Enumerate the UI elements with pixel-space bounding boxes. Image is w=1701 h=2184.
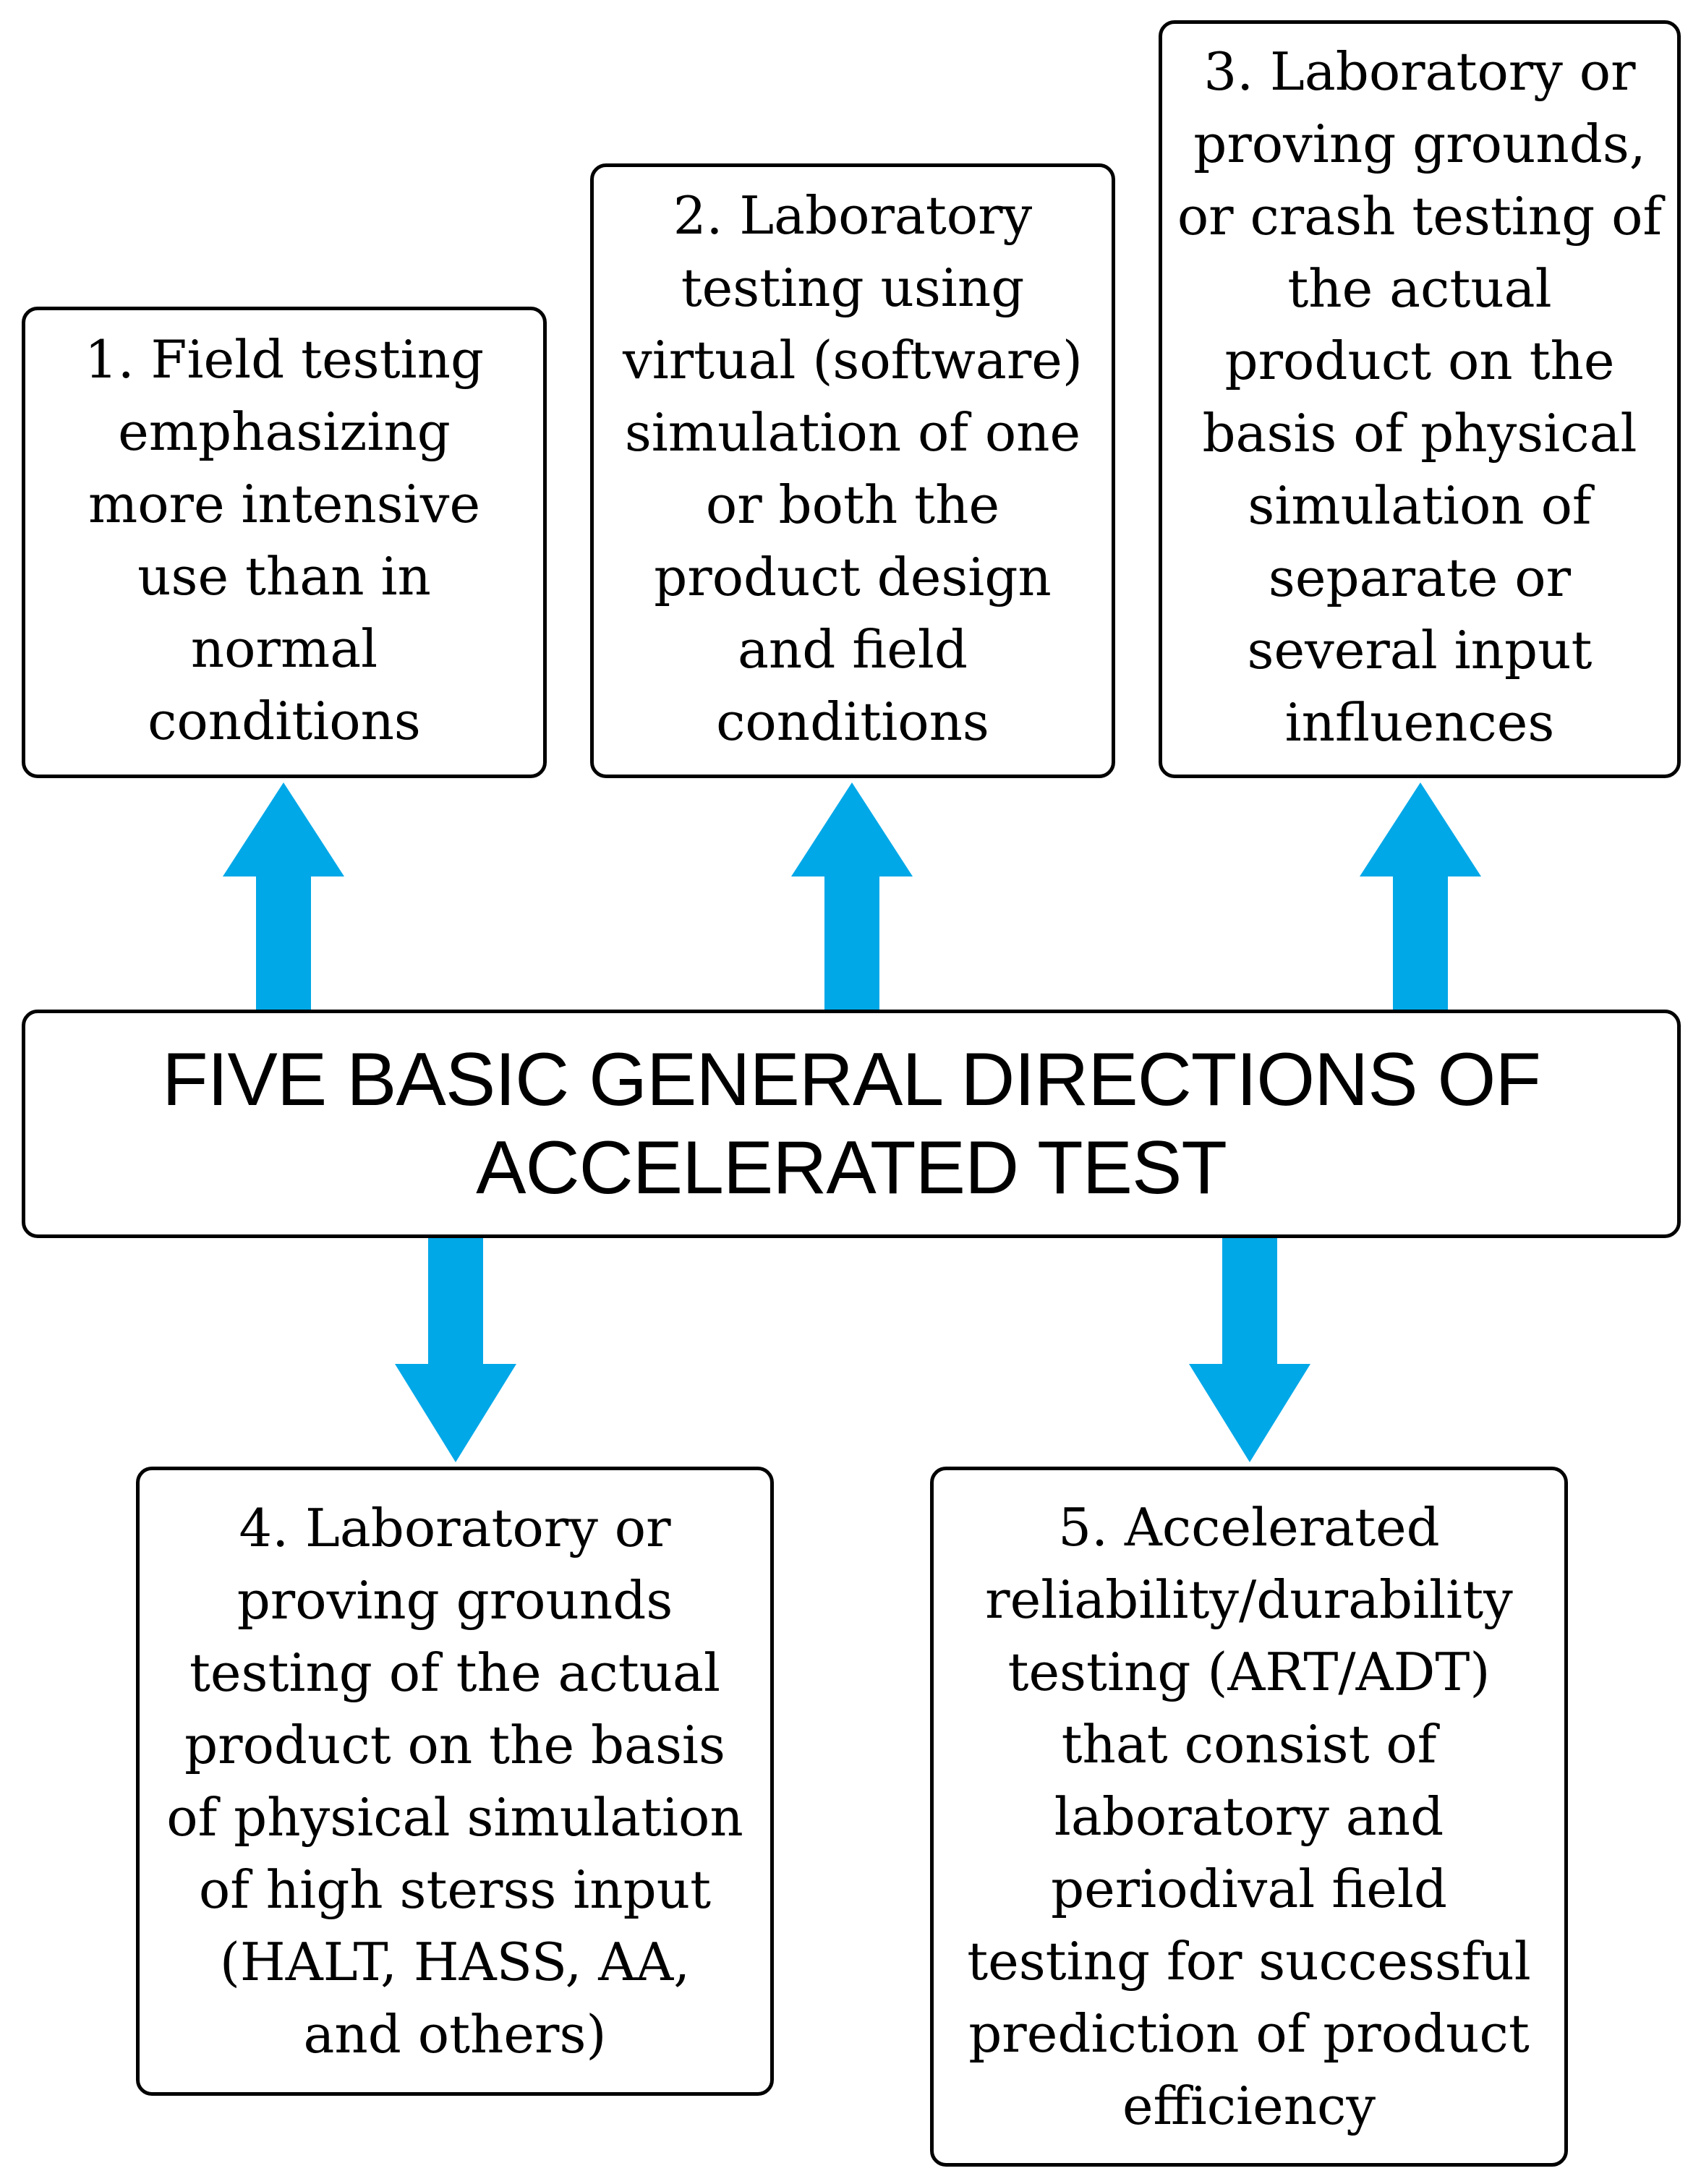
arrow-down-to-box-4	[395, 1238, 516, 1462]
box-physical-simulation-separate-inputs: 3. Laboratory or proving grounds, or cra…	[1159, 20, 1681, 778]
arrow-up-to-box-3	[1360, 782, 1481, 1010]
arrow-down-to-box-5	[1189, 1238, 1310, 1462]
box-physical-simulation-separate-inputs-text: 3. Laboratory or proving grounds, or cra…	[1177, 41, 1663, 753]
box-high-stress-testing-text: 4. Laboratory or proving grounds testing…	[166, 1498, 743, 2065]
box-accelerated-reliability-testing: 5. Accelerated reliability/durability te…	[930, 1467, 1568, 2167]
central-title-box: FIVE BASIC GENERAL DIRECTIONS OF ACCELER…	[22, 1010, 1681, 1238]
box-field-testing-text: 1. Field testing emphasizing more intens…	[84, 329, 485, 751]
arrow-up-to-box-1	[223, 782, 344, 1010]
arrow-up-to-box-2	[791, 782, 913, 1010]
box-accelerated-reliability-testing-text: 5. Accelerated reliability/durability te…	[967, 1497, 1531, 2136]
box-virtual-simulation: 2. Laboratory testing using virtual (sof…	[590, 163, 1115, 778]
central-title: FIVE BASIC GENERAL DIRECTIONS OF ACCELER…	[162, 1038, 1541, 1210]
box-field-testing: 1. Field testing emphasizing more intens…	[22, 307, 547, 778]
box-virtual-simulation-text: 2. Laboratory testing using virtual (sof…	[623, 185, 1083, 752]
box-high-stress-testing: 4. Laboratory or proving grounds testing…	[136, 1467, 774, 2096]
